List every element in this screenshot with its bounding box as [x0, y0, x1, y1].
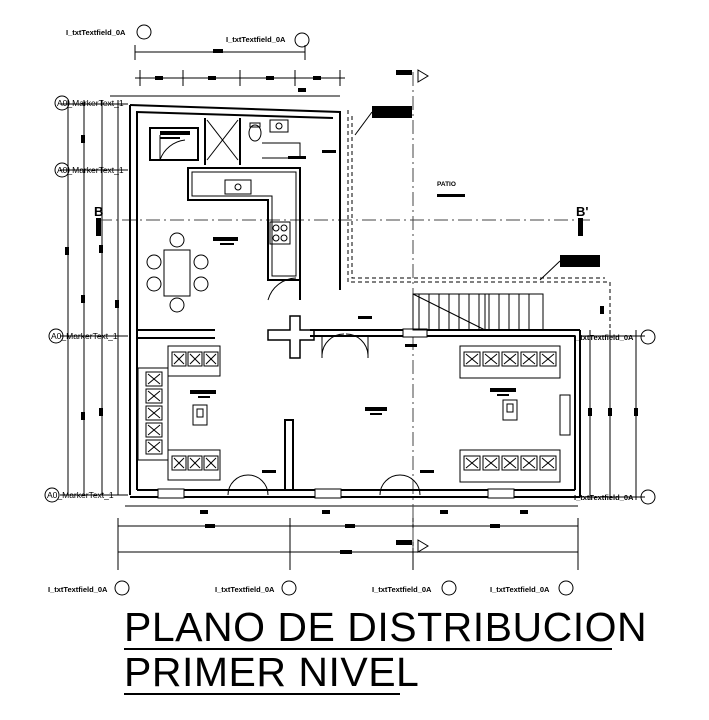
top-dimension-lines	[110, 45, 345, 97]
cushion-mark	[205, 457, 217, 469]
axis-marker-left-4: A0_MarkerText_1	[47, 490, 114, 500]
axis-marker-top-2: I_txtTextfield_0A	[226, 35, 286, 44]
sofa-cushion	[145, 405, 163, 421]
sofa-cushion	[145, 388, 163, 404]
left-dimension-ticks	[65, 135, 119, 420]
axis-marker-left-2: A0_MarkerText_1	[57, 165, 124, 175]
axis-marker-right-2: I_txtTextfield_0A	[574, 493, 634, 502]
cushion-mark	[465, 457, 479, 469]
section-start-label: B	[94, 204, 103, 219]
sofa-frame	[167, 449, 221, 481]
sofas-left	[137, 345, 221, 481]
cushion-mark	[189, 353, 201, 365]
patio-boundary	[347, 110, 611, 330]
sofa-frame	[167, 345, 221, 377]
leader-lines	[354, 111, 561, 281]
axis-marker-bottom-3: I_txtTextfield_0A	[372, 585, 432, 594]
coffee-tables	[192, 399, 518, 426]
axis-marker-right-1: I_txtTextfield_0A	[574, 333, 634, 342]
cushion-mark	[484, 353, 498, 365]
sofa-cushion	[501, 455, 519, 471]
sofa-cushion	[187, 351, 203, 367]
axis-marker-bottom-2: I_txtTextfield_0A	[215, 585, 275, 594]
sofa-cushion	[171, 351, 187, 367]
cushion-mark	[147, 441, 161, 453]
axis-markers-bottom: I_txtTextfield_0A I_txtTextfield_0A I_tx…	[48, 580, 574, 596]
axis-marker-left-1: A0_MarkerText_1	[57, 98, 124, 108]
sofa-cushion	[482, 455, 500, 471]
sofa-frame	[137, 367, 169, 461]
cushion-mark	[465, 353, 479, 365]
windows	[157, 328, 571, 499]
sofa-cushion	[145, 371, 163, 387]
cushion-mark	[503, 457, 517, 469]
bottom-dimension-ticks	[200, 510, 528, 554]
axis-marker-bottom-4: I_txtTextfield_0A	[490, 585, 550, 594]
title-underline-1	[124, 648, 612, 650]
cushion-mark	[147, 390, 161, 402]
sofa-cushion	[520, 455, 538, 471]
cushion-mark	[484, 457, 498, 469]
title-underline-2	[124, 693, 400, 695]
cushion-mark	[189, 457, 201, 469]
axis-markers-left: A0_MarkerText_1 A0_MarkerText_1 A0_Marke…	[44, 95, 124, 503]
sofa-cushion	[539, 351, 557, 367]
sofa-cushion	[145, 439, 163, 455]
door-swings	[159, 135, 421, 496]
drawing-title-line-2: PRIMER NIVEL	[124, 649, 420, 695]
interior-walls	[137, 118, 410, 491]
cushion-mark	[205, 353, 217, 365]
bath-fixtures	[248, 119, 301, 159]
bath-hatch	[206, 119, 239, 161]
cushion-mark	[147, 424, 161, 436]
sofa-cushion	[187, 455, 203, 471]
cushion-mark	[522, 353, 536, 365]
sofas-right	[459, 345, 561, 483]
stair-treads	[418, 294, 530, 330]
exterior-walls	[129, 104, 581, 498]
sofa-cushion	[520, 351, 538, 367]
sofa-cushion	[171, 455, 187, 471]
stairs	[412, 293, 544, 331]
section-end-label: B'	[576, 204, 588, 219]
axis-markers-right: I_txtTextfield_0A I_txtTextfield_0A	[574, 329, 656, 505]
cushion-mark	[173, 353, 185, 365]
sofa-cushion	[501, 351, 519, 367]
section-lines	[98, 72, 590, 548]
sofa-cushion	[203, 351, 219, 367]
right-dimension-ticks	[588, 306, 638, 416]
axis-marker-bottom-1: I_txtTextfield_0A	[48, 585, 108, 594]
axis-marker-left-3: A0_MarkerText_1	[51, 331, 118, 341]
bottom-dimension-lines	[117, 505, 579, 570]
top-dimension-ticks	[155, 49, 321, 92]
left-dimension-lines	[60, 100, 128, 496]
cushion-mark	[173, 457, 185, 469]
patio-label: PATIO	[437, 181, 456, 188]
axis-marker-top-1: I_txtTextfield_0A	[66, 28, 126, 37]
dining-set	[146, 232, 209, 313]
cushion-mark	[503, 353, 517, 365]
sofa-cushion	[145, 422, 163, 438]
sofa-cushion	[203, 455, 219, 471]
drawing-title-line-1: PLANO DE DISTRIBUCION	[124, 604, 648, 650]
floor-plan-drawing: PATIO B B' A0_MarkerText_1 A0_MarkerText…	[44, 24, 656, 596]
sofa-cushion	[539, 455, 557, 471]
sofa-frame	[459, 449, 561, 483]
sofa-frame	[459, 345, 561, 379]
cushion-mark	[147, 373, 161, 385]
cushion-mark	[147, 407, 161, 419]
sofa-cushion	[463, 455, 481, 471]
cushion-mark	[522, 457, 536, 469]
cushion-mark	[541, 353, 555, 365]
level-tags	[160, 106, 600, 473]
sofa-cushion	[463, 351, 481, 367]
section-markers	[96, 69, 583, 553]
axis-markers-top: I_txtTextfield_0A I_txtTextfield_0A	[66, 24, 310, 48]
kitchen-fixtures	[224, 179, 291, 245]
cushion-mark	[541, 457, 555, 469]
sofa-cushion	[482, 351, 500, 367]
